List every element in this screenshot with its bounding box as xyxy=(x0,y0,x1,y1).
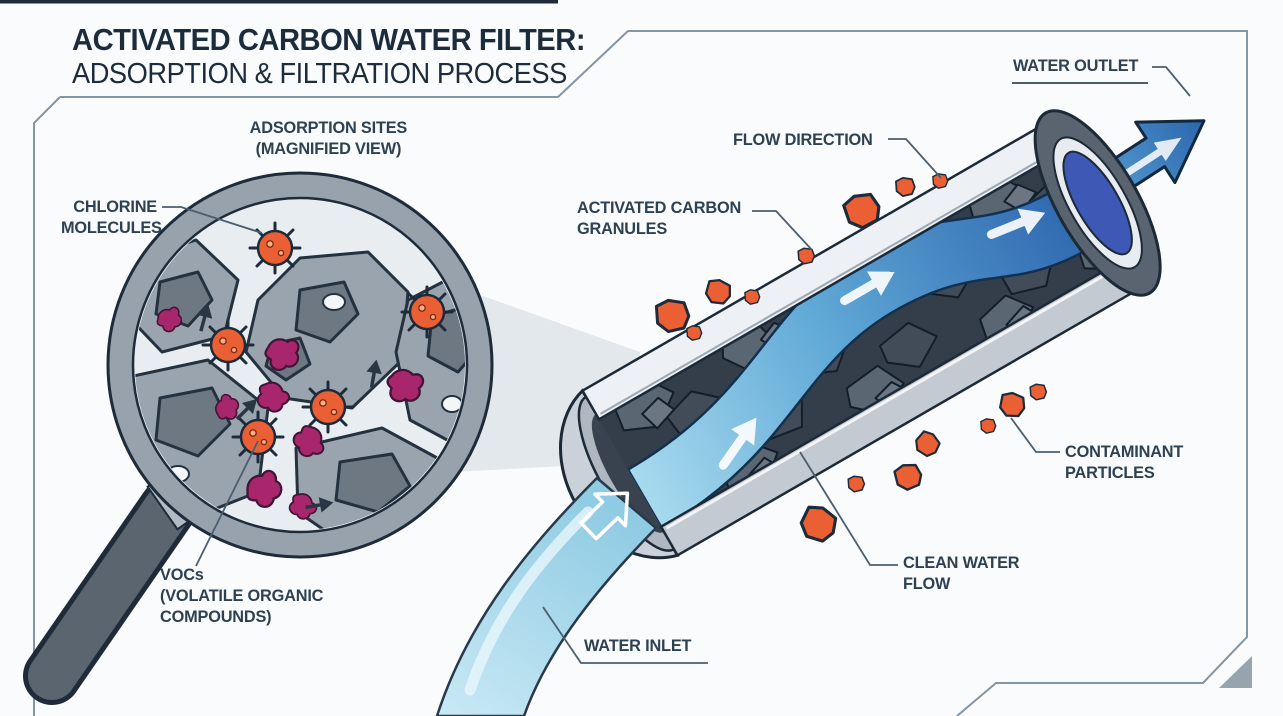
leader-contaminant xyxy=(1010,417,1060,453)
page-title: ACTIVATED CARBON WATER FILTER: ADSORPTIO… xyxy=(72,22,586,90)
leader-vocs xyxy=(195,440,259,567)
contaminant-particle-icon xyxy=(895,177,916,197)
contaminant-particle-icon xyxy=(1029,383,1048,401)
carbon-bed xyxy=(590,133,1138,543)
label-clean-water-flow: CLEAN WATER FLOW xyxy=(903,553,1020,593)
corner-triangle xyxy=(1219,656,1252,688)
label-adsorption-sites: ADSORPTION SITES (MAGNIFIED VIEW) xyxy=(249,118,408,158)
inlet-flow-arrow-icon xyxy=(579,491,630,541)
magnifier-icon xyxy=(23,171,494,705)
chlorine-molecule-icon xyxy=(248,221,302,275)
leader-chlorine xyxy=(162,206,263,234)
chlorine-molecule-icon xyxy=(201,318,255,372)
title-line-2: ADSORPTION & FILTRATION PROCESS xyxy=(72,58,567,90)
label-chlorine-molecules: CHLORINE MOLECULES xyxy=(61,197,162,237)
leader-lines xyxy=(162,66,1191,664)
water-inlet-stream xyxy=(435,476,658,716)
filter-outlet-ring xyxy=(1033,109,1162,297)
filter-cylinder xyxy=(558,109,1162,560)
chlorine-molecule-icon xyxy=(231,410,285,464)
leader-water-outlet xyxy=(1152,66,1191,97)
label-contaminant-particles: CONTAMINANT PARTICLES xyxy=(1065,442,1184,482)
label-flow-direction: FLOW DIRECTION xyxy=(733,130,873,149)
contaminant-particle-icon xyxy=(847,475,866,493)
leader-water-inlet-underline xyxy=(542,606,708,664)
title-line-1: ACTIVATED CARBON WATER FILTER: xyxy=(72,22,586,57)
contaminant-particle-icon xyxy=(797,247,816,265)
carbon-granule xyxy=(244,250,410,410)
label-water-outlet: WATER OUTLET xyxy=(1013,56,1139,75)
leader-clean-water xyxy=(799,451,898,566)
voc-molecule-icon xyxy=(264,338,300,372)
chlorine-molecule-icon xyxy=(400,285,454,339)
contaminant-particle-icon xyxy=(980,418,997,434)
frame-border xyxy=(33,30,1248,716)
contaminant-particle-icon xyxy=(744,289,761,305)
label-water-inlet: WATER INLET xyxy=(584,636,692,655)
chlorine-molecule-icon xyxy=(301,380,355,434)
contaminant-particle-icon xyxy=(686,325,703,341)
label-activated-carbon-granules: ACTIVATED CARBON GRANULES xyxy=(577,198,742,238)
leader-activated-carbon xyxy=(752,210,813,251)
top-accent-bar xyxy=(0,0,558,4)
label-vocs: VOCs (VOLATILE ORGANIC COMPOUNDS) xyxy=(160,565,324,626)
contaminant-particle-icon xyxy=(654,298,691,334)
leader-flow-direction xyxy=(888,138,942,179)
